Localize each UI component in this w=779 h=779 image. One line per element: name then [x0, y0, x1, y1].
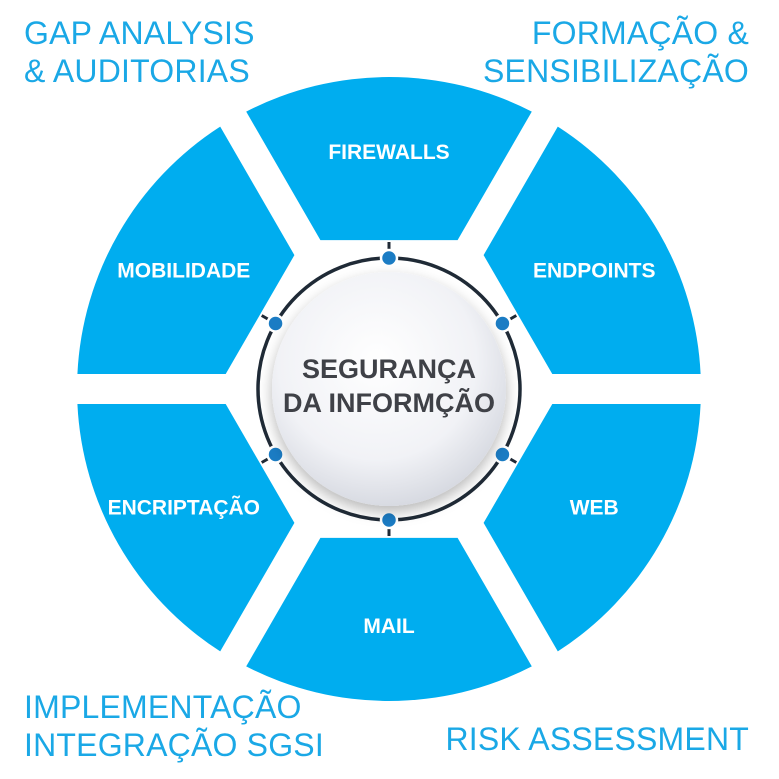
corner-line: & AUDITORIAS [24, 53, 250, 89]
ring-node-dot [493, 314, 512, 333]
segment-endpoints [483, 126, 701, 374]
corner-text-gap-analysis: GAP ANALYSIS & AUDITORIAS [24, 14, 255, 90]
ring-node-dot [266, 314, 285, 333]
ring-node-dot [266, 445, 285, 464]
segment-label: ENCRIPTAÇÃO [108, 497, 260, 520]
corner-line: INTEGRAÇÃO SGSI [24, 727, 324, 763]
corner-text-formacao: FORMAÇÃO & SENSIBILIZAÇÃO [483, 14, 749, 90]
segment-mail [246, 537, 532, 701]
corner-text-implementacao: IMPLEMENTAÇÃO INTEGRAÇÃO SGSI [24, 688, 324, 764]
center-title-line-1: SEGURANÇA [302, 354, 476, 384]
segment-encriptação [77, 404, 295, 652]
segment-label: MOBILIDADE [117, 260, 250, 283]
corner-text-risk-assessment: RISK ASSESSMENT [445, 720, 749, 758]
segment-label: MAIL [363, 615, 414, 638]
center-circle [272, 272, 506, 506]
corner-line: RISK ASSESSMENT [445, 721, 749, 757]
ring-node-dot [379, 248, 399, 268]
ring-node-dot [379, 510, 399, 530]
center-title-line-2: DA INFORMÇÃO [283, 387, 495, 418]
segment-web [483, 404, 701, 652]
ring-node-dot [493, 445, 512, 464]
segment-label: FIREWALLS [328, 141, 449, 164]
segment-firewalls [246, 77, 532, 241]
corner-line: FORMAÇÃO & [531, 15, 749, 51]
segment-label: WEB [570, 497, 619, 520]
corner-line: IMPLEMENTAÇÃO [24, 689, 302, 725]
corner-line: GAP ANALYSIS [24, 15, 255, 51]
ring-nodes [260, 242, 518, 536]
wheel-segments: FIREWALLS ENDPOINTS WEB MAIL ENCRIPTAÇÃO MOBI… [77, 77, 701, 701]
corner-line: SENSIBILIZAÇÃO [483, 53, 749, 89]
segment-mobilidade [77, 126, 295, 374]
segment-label: ENDPOINTS [533, 260, 656, 283]
